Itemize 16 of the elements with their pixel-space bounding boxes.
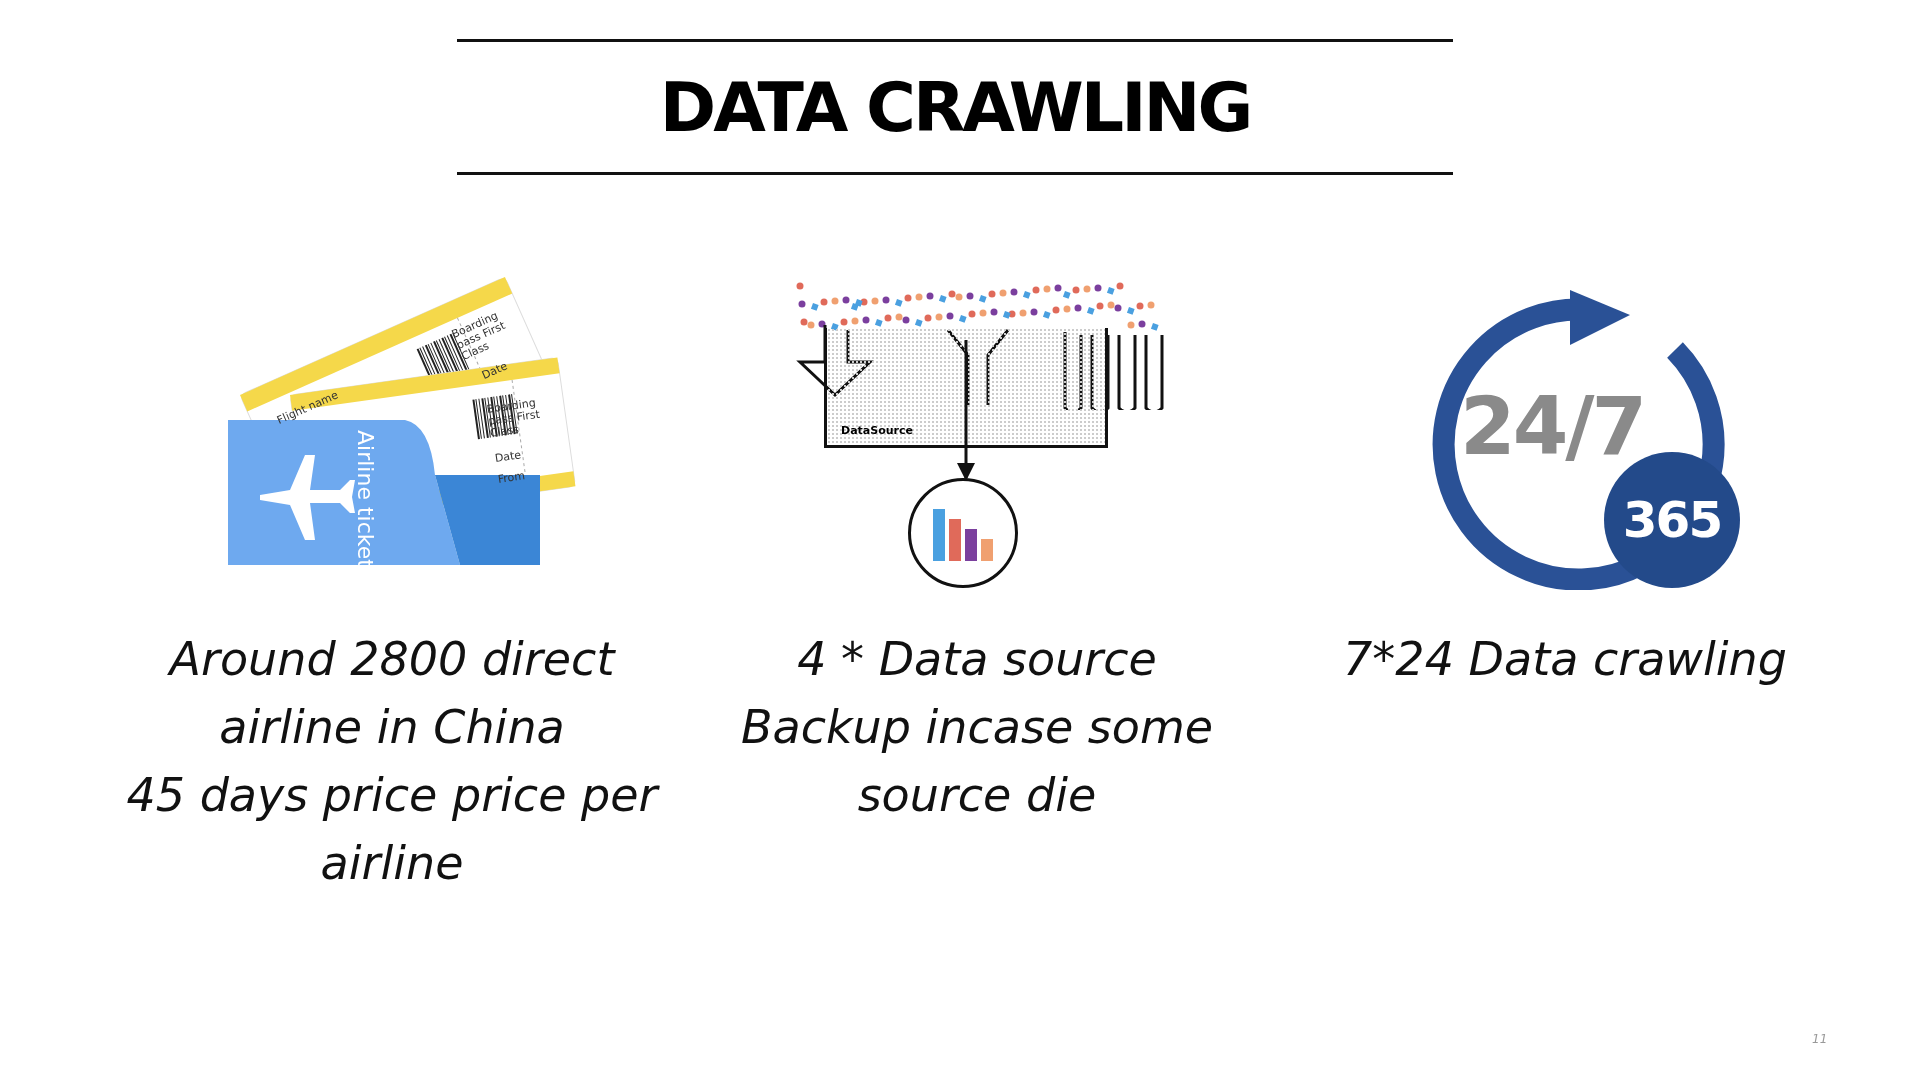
caption-text: Backup incase some source die [739, 699, 1215, 824]
ticket-text: Date [494, 448, 522, 465]
arrow [957, 340, 975, 480]
caption-text: 7*24 Data crawling [1342, 631, 1788, 688]
caption-text: 4 * Data source [796, 631, 1158, 688]
slide-title: DATA CRAWLING [658, 67, 1252, 149]
ticket-text: Date [480, 359, 510, 382]
page-number: 11 [1812, 1032, 1828, 1046]
ticket-text: Boarding pass First Class [486, 395, 542, 440]
ticket-text: Flight name [275, 388, 341, 427]
caption-text: Around 2800 direct airline in China [166, 631, 617, 756]
ticket-text: From [497, 469, 526, 486]
ticket-text: Airline ticket [353, 430, 378, 568]
box-label: DataSource [841, 424, 913, 437]
caption-text: 45 days price price per airline [125, 767, 661, 892]
data-source-box [824, 328, 1108, 448]
